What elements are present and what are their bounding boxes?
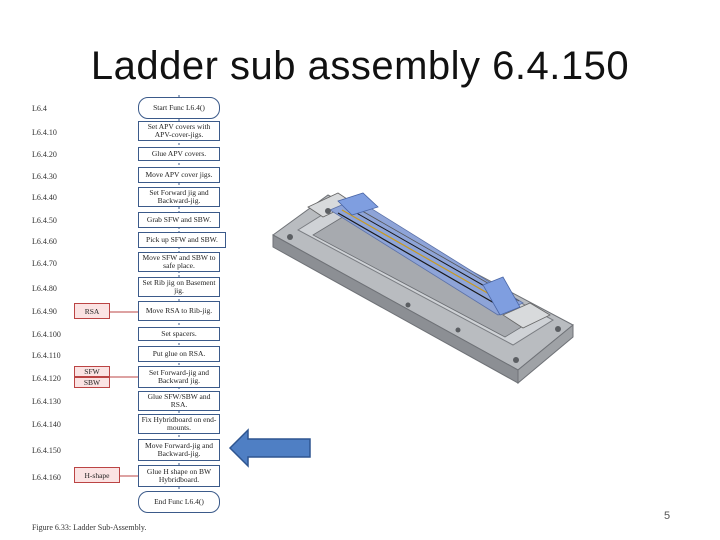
step-box: Move APV cover jigs.	[138, 167, 220, 183]
step-id: L6.4	[32, 104, 47, 113]
step-id: L6.4.60	[32, 237, 57, 246]
start-node: Start Func L6.4()	[138, 97, 220, 119]
step-id: L6.4.70	[32, 259, 57, 268]
step-box: Fix Hybridboard on end-mounts.	[138, 414, 220, 434]
step-id: L6.4.130	[32, 397, 61, 406]
step-box: Put glue on RSA.	[138, 346, 220, 362]
step-box: Grab SFW and SBW.	[138, 212, 220, 228]
step-box: Set spacers.	[138, 327, 220, 341]
side-input-sbw: SBW	[74, 377, 110, 388]
step-id: L6.4.110	[32, 351, 61, 360]
step-id: L6.4.30	[32, 172, 57, 181]
step-id: L6.4.10	[32, 128, 57, 137]
step-id: L6.4.40	[32, 193, 57, 202]
step-box: Glue H shape on BW Hybridboard.	[138, 465, 220, 487]
step-box: Set APV covers with APV-cover-jigs.	[138, 121, 220, 141]
pointer-arrow-icon	[228, 428, 311, 468]
flowchart: L6.4 Start Func L6.4() L6.4.10 Set APV c…	[28, 95, 238, 535]
step-box: Glue APV covers.	[138, 147, 220, 161]
side-input-rsa: RSA	[74, 303, 110, 319]
step-id: L6.4.20	[32, 150, 57, 159]
side-input-hshape: H-shape	[74, 467, 120, 483]
step-box: Glue SFW/SBW and RSA.	[138, 391, 220, 411]
step-box: Set Rib jig on Basement jig.	[138, 277, 220, 297]
step-id: L6.4.160	[32, 473, 61, 482]
ladder-assembly-render	[272, 192, 574, 385]
step-box: Pick up SFW and SBW.	[138, 232, 226, 248]
step-id: L6.4.50	[32, 216, 57, 225]
step-box: Move RSA to Rib-jig.	[138, 301, 220, 321]
side-input-sfw: SFW	[74, 366, 110, 377]
step-box: Move Forward-jig and Backward-jig.	[138, 439, 220, 461]
step-id: L6.4.100	[32, 330, 61, 339]
step-box: Set Forward jig and Backward-jig.	[138, 187, 220, 207]
step-id: L6.4.150	[32, 446, 61, 455]
step-box: Move SFW and SBW to safe place.	[138, 252, 220, 272]
step-id: L6.4.80	[32, 284, 57, 293]
step-id: L6.4.140	[32, 420, 61, 429]
step-id: L6.4.90	[32, 307, 57, 316]
figure-caption: Figure 6.33: Ladder Sub-Assembly.	[32, 523, 147, 532]
slide-number: 5	[664, 510, 671, 522]
step-box: Set Forward-jig and Backward jig.	[138, 366, 220, 388]
step-id: L6.4.120	[32, 374, 61, 383]
slide-title: Ladder sub assembly 6.4.150	[90, 44, 630, 88]
end-node: End Func L6.4()	[138, 491, 220, 513]
